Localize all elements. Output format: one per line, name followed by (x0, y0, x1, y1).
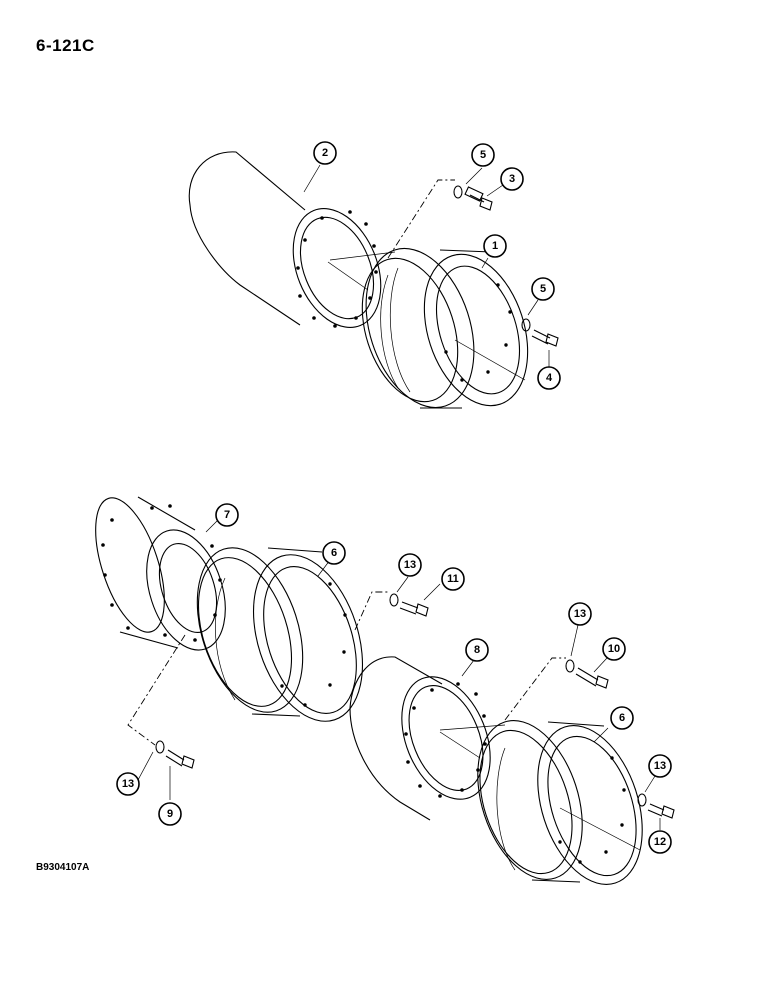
callout-3: 3 (500, 167, 524, 191)
callout-13c: 13 (648, 754, 672, 778)
callout-label: 13 (574, 608, 586, 620)
callout-label: 9 (167, 808, 173, 820)
callout-label: 3 (509, 173, 515, 185)
callout-label: 13 (654, 760, 666, 772)
callout-label: 1 (492, 240, 498, 252)
callout-13a: 13 (398, 553, 422, 577)
callout-label: 6 (619, 712, 625, 724)
callout-13b: 13 (568, 602, 592, 626)
callout-7: 7 (215, 503, 239, 527)
washer-bolt-set-lower (521, 318, 559, 347)
bolt-set-10 (504, 657, 609, 721)
callout-5a: 5 (471, 143, 495, 167)
callout-10: 10 (602, 637, 626, 661)
callout-label: 8 (474, 644, 480, 656)
callout-label: 5 (480, 149, 486, 161)
center-adapter-disc (95, 496, 226, 651)
callout-label: 11 (447, 573, 459, 585)
callout-9: 9 (158, 802, 182, 826)
spacer-drum-top (188, 151, 396, 328)
callout-2: 2 (313, 141, 337, 165)
callout-label: 13 (122, 778, 134, 790)
callout-label: 5 (540, 283, 546, 295)
callout-1: 1 (483, 234, 507, 258)
bolt-set-12 (637, 793, 675, 819)
callout-8: 8 (465, 638, 489, 662)
callout-4: 4 (537, 366, 561, 390)
figure-id: B9304107A (36, 862, 90, 873)
washer-bolt-set-upper (387, 179, 493, 259)
callout-6a: 6 (322, 541, 346, 565)
callout-11: 11 (441, 567, 465, 591)
wheel-rim-top (361, 247, 529, 409)
leaders-top (303, 164, 550, 367)
callout-label: 12 (654, 836, 666, 848)
callout-label: 13 (404, 559, 416, 571)
spacer-drum-bottom (349, 656, 506, 821)
wheel-rim-right (477, 720, 643, 885)
callout-label: 6 (331, 547, 337, 559)
leaders-bottom (137, 519, 661, 830)
callout-label: 4 (546, 372, 553, 384)
page-number: 6-121C (36, 36, 95, 55)
callout-label: 10 (608, 643, 620, 655)
callout-5b: 5 (531, 277, 555, 301)
callout-label: 7 (224, 509, 230, 521)
callout-label: 2 (322, 147, 328, 159)
bolt-set-9 (127, 634, 195, 769)
callout-6b: 6 (610, 706, 634, 730)
callout-13d: 13 (116, 772, 140, 796)
callout-12: 12 (648, 830, 672, 854)
wheel-rim-left (196, 547, 364, 722)
bolt-set-11 (354, 591, 429, 631)
